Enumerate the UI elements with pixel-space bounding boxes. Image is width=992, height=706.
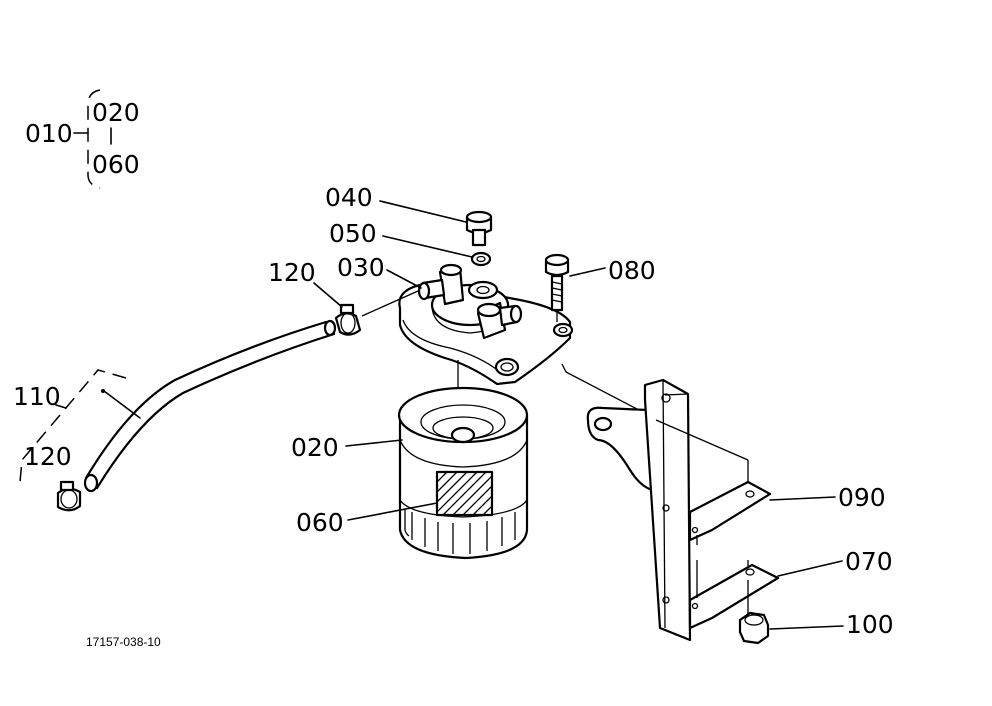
hose-group-bracket xyxy=(19,369,141,483)
label-020-group: 020 xyxy=(92,98,140,127)
label-010: 010 xyxy=(25,119,73,148)
label-080: 080 xyxy=(608,256,656,285)
label-050: 050 xyxy=(329,219,377,248)
fuel-hose-110 xyxy=(83,319,337,493)
label-120-top: 120 xyxy=(268,258,316,287)
hose-clamp-120-bottom xyxy=(56,480,82,512)
leader-080 xyxy=(569,267,606,277)
mounting-bracket-070 xyxy=(688,560,780,630)
mounting-bracket-090 xyxy=(586,378,772,642)
leader-060 xyxy=(347,502,438,521)
leader-070 xyxy=(777,560,843,577)
leader-020 xyxy=(345,439,403,447)
bracket-connection-line-2 xyxy=(561,363,567,373)
filter-cartridge-020 xyxy=(397,386,529,560)
assembly-group-bracket xyxy=(73,89,112,189)
leader-090 xyxy=(769,496,836,501)
leader-100 xyxy=(769,625,844,630)
filter-head-030 xyxy=(398,263,572,386)
label-110: 110 xyxy=(13,382,61,411)
label-060-group: 060 xyxy=(92,150,140,179)
leader-050 xyxy=(382,235,473,258)
washer-050 xyxy=(470,251,492,267)
label-100: 100 xyxy=(846,610,894,639)
label-070: 070 xyxy=(845,547,893,576)
leader-120-top xyxy=(313,282,343,308)
label-030: 030 xyxy=(337,253,385,282)
plug-bolt-040 xyxy=(465,210,493,247)
label-060: 060 xyxy=(296,508,344,537)
label-120-bottom: 120 xyxy=(24,442,72,471)
label-090: 090 xyxy=(838,483,886,512)
drawing-number: 17157-038-10 xyxy=(86,635,161,649)
leader-030 xyxy=(386,269,422,289)
bolt-080 xyxy=(544,253,574,338)
leader-040 xyxy=(379,200,467,223)
label-020: 020 xyxy=(291,433,339,462)
hose-clamp-120-top xyxy=(334,303,362,336)
hose-connection-line xyxy=(361,290,419,317)
label-040: 040 xyxy=(325,183,373,212)
nut-100 xyxy=(738,580,770,645)
